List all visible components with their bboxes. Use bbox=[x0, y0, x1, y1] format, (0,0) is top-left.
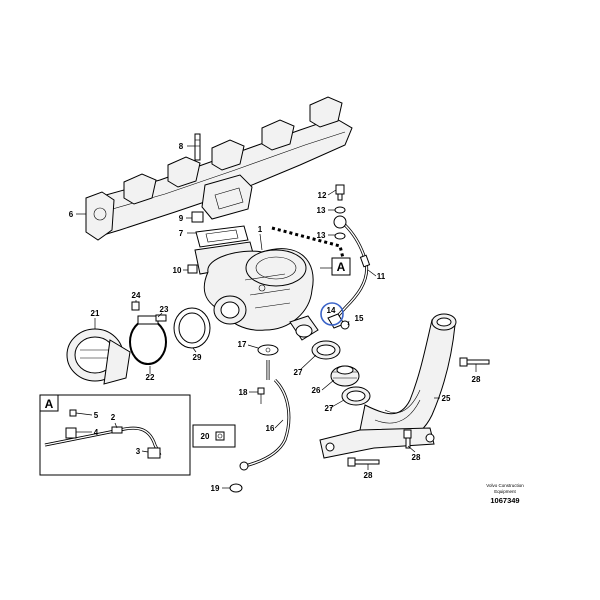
outlet-gasket bbox=[173, 307, 211, 349]
credit-line-1: Volvo Construction bbox=[486, 483, 524, 488]
sealing-washer bbox=[333, 215, 347, 229]
callout-10: 10 bbox=[173, 266, 182, 275]
rubber-hose bbox=[330, 365, 360, 387]
callout-5: 5 bbox=[94, 411, 99, 420]
mounting-bolt bbox=[347, 457, 380, 467]
callout-28: 28 bbox=[364, 471, 373, 480]
stud bbox=[194, 133, 201, 161]
callout-27: 27 bbox=[325, 404, 334, 413]
inset-title: A bbox=[45, 397, 54, 411]
flange-nut bbox=[187, 264, 198, 274]
view-marker-label: A bbox=[337, 260, 346, 274]
mounting-bolt bbox=[459, 357, 490, 367]
callout-4: 4 bbox=[94, 428, 99, 437]
flange-bolt bbox=[257, 387, 265, 404]
credit-line-2: Equipment bbox=[494, 489, 516, 494]
callout-26: 26 bbox=[312, 386, 321, 395]
turbocharger bbox=[194, 241, 319, 341]
callout-15: 15 bbox=[355, 314, 364, 323]
banjo-bolt bbox=[335, 184, 345, 201]
callout-28: 28 bbox=[472, 375, 481, 384]
callout-2: 2 bbox=[111, 413, 116, 422]
detail-inset: A bbox=[39, 394, 191, 476]
callout-24: 24 bbox=[132, 291, 141, 300]
pipe-fitting bbox=[327, 313, 350, 330]
callout-14: 14 bbox=[327, 306, 336, 315]
callout-13: 13 bbox=[317, 231, 326, 240]
callout-13: 13 bbox=[317, 206, 326, 215]
hose-clamp bbox=[341, 386, 371, 406]
callout-28: 28 bbox=[412, 453, 421, 462]
callout-8: 8 bbox=[179, 142, 184, 151]
oil-flange-gasket bbox=[257, 344, 279, 356]
mounting-bolt bbox=[403, 429, 412, 449]
callout-22: 22 bbox=[146, 373, 155, 382]
washer bbox=[229, 483, 243, 493]
callout-18: 18 bbox=[239, 388, 248, 397]
callout-20: 20 bbox=[201, 432, 210, 441]
intake-pipe bbox=[359, 313, 457, 442]
nut bbox=[191, 211, 204, 223]
oil-return-pipe bbox=[334, 223, 371, 320]
callout-6: 6 bbox=[69, 210, 74, 219]
manifold-gasket bbox=[195, 225, 249, 248]
view-marker: A bbox=[320, 257, 351, 276]
callout-9: 9 bbox=[179, 214, 184, 223]
turbo-outlet-flange bbox=[66, 328, 131, 385]
callout-17: 17 bbox=[238, 340, 247, 349]
callout-12: 12 bbox=[318, 191, 327, 200]
callout-21: 21 bbox=[91, 309, 100, 318]
callout-labels: 1 2 3 4 5 6 7 8 9 10 11 12 13 13 14 15 1… bbox=[69, 142, 481, 493]
callout-19: 19 bbox=[211, 484, 220, 493]
sealing-washer bbox=[334, 206, 346, 214]
v-clamp bbox=[129, 314, 167, 365]
oil-supply-pipe bbox=[239, 360, 291, 471]
callout-7: 7 bbox=[179, 229, 184, 238]
exhaust-manifold bbox=[85, 96, 353, 241]
callout-29: 29 bbox=[193, 353, 202, 362]
highlight-circle bbox=[320, 302, 344, 326]
callout-16: 16 bbox=[266, 424, 275, 433]
leader-lines bbox=[75, 145, 477, 489]
clamp-bolt bbox=[131, 301, 140, 311]
callout-11: 11 bbox=[377, 272, 386, 281]
callout-1: 1 bbox=[258, 225, 263, 234]
drawing-number: 1067349 bbox=[490, 496, 519, 505]
drawing-credit: Volvo Construction Equipment 1067349 bbox=[486, 483, 524, 505]
callout-23: 23 bbox=[160, 305, 169, 314]
callout-3: 3 bbox=[136, 447, 141, 456]
callout-25: 25 bbox=[442, 394, 451, 403]
callout-27: 27 bbox=[294, 368, 303, 377]
sealing-washer bbox=[334, 232, 346, 240]
hose-clamp bbox=[311, 340, 341, 360]
kit-box bbox=[192, 424, 236, 448]
